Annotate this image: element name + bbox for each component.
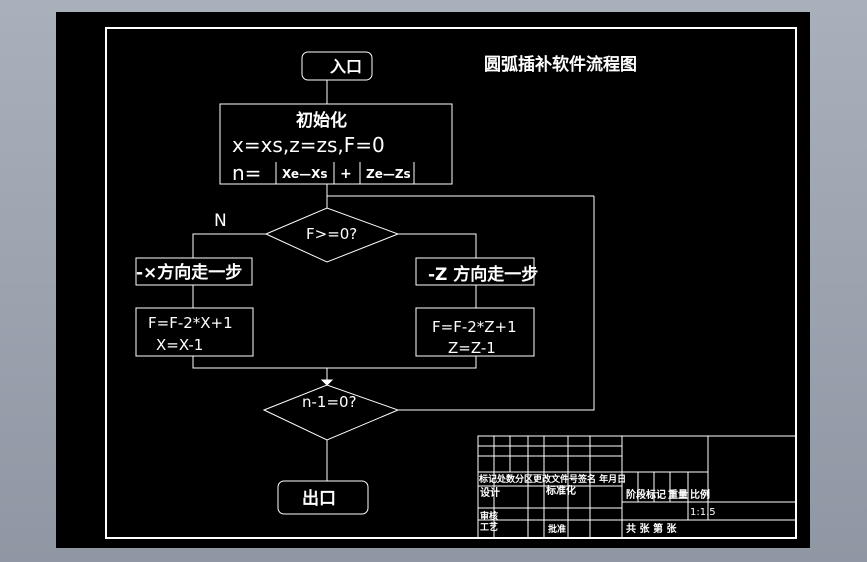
tb-craft: 工艺 xyxy=(480,521,498,533)
tb-header-row: 标记处数分区更改文件号签名 年月日 xyxy=(478,473,626,485)
init-xe: Xe—Xs xyxy=(282,167,327,181)
init-n: n= xyxy=(232,161,261,185)
init-box xyxy=(219,103,453,185)
init-line1: x=xs,z=zs,F=0 xyxy=(232,133,385,157)
drawing-border xyxy=(105,27,797,539)
loop-back-line xyxy=(398,196,595,411)
calc-z-line2: Z=Z-1 xyxy=(448,339,496,357)
calc-x-line2: X=X-1 xyxy=(156,336,203,354)
step-x-box xyxy=(135,257,253,286)
calc-z-line1: F=F-2*Z+1 xyxy=(432,318,517,336)
init-plus: + xyxy=(340,166,352,182)
tb-sheets: 共 张 第 张 xyxy=(626,522,677,535)
calc-x-line1: F=F-2*X+1 xyxy=(148,314,233,332)
init-ze: Ze—Zs xyxy=(366,167,411,181)
step-z-label: -Z 方向走一步 xyxy=(428,264,538,285)
title-block-frame xyxy=(477,435,797,539)
entry-label: 入口 xyxy=(330,57,362,76)
diagram-title: 圆弧插补软件流程图 xyxy=(484,54,637,75)
tb-weight: 重量 xyxy=(668,488,688,501)
exit-label: 出口 xyxy=(302,488,336,509)
decision-n-label: n-1=0? xyxy=(302,393,357,411)
merge-line xyxy=(192,356,477,369)
decision-f-label: F>=0? xyxy=(306,225,357,243)
calc-x-box xyxy=(135,307,254,357)
tb-standard: 标准化 xyxy=(545,484,576,497)
tb-stage: 阶段标记 xyxy=(626,488,666,501)
calc-z-box xyxy=(415,307,535,357)
arrow-down xyxy=(320,379,334,386)
tb-scale-label: 比例 xyxy=(690,488,710,501)
branch-right xyxy=(398,233,477,258)
tb-design: 设计 xyxy=(480,486,500,499)
exit-node xyxy=(277,480,369,515)
tb-review: 审核 xyxy=(480,510,498,522)
branch-n-label: N xyxy=(214,211,227,231)
drawing-canvas: 圆弧插补软件流程图 入口 初始化 x=xs,z=zs,F=0 n= Xe—Xs … xyxy=(105,27,797,539)
title-block: 标记处数分区更改文件号签名 年月日 设计 标准化 阶段标记 重量 比例 1:1.… xyxy=(477,435,797,539)
step-x-label: -×方向走一步 xyxy=(136,262,242,283)
branch-left xyxy=(192,233,266,258)
tb-approve: 批准 xyxy=(548,523,566,535)
step-z-box xyxy=(415,257,535,286)
init-title: 初始化 xyxy=(296,110,347,131)
tb-scale-value: 1:1.5 xyxy=(690,507,716,518)
entry-node xyxy=(301,51,373,81)
cad-viewport[interactable]: 圆弧插补软件流程图 入口 初始化 x=xs,z=zs,F=0 n= Xe—Xs … xyxy=(56,12,810,548)
